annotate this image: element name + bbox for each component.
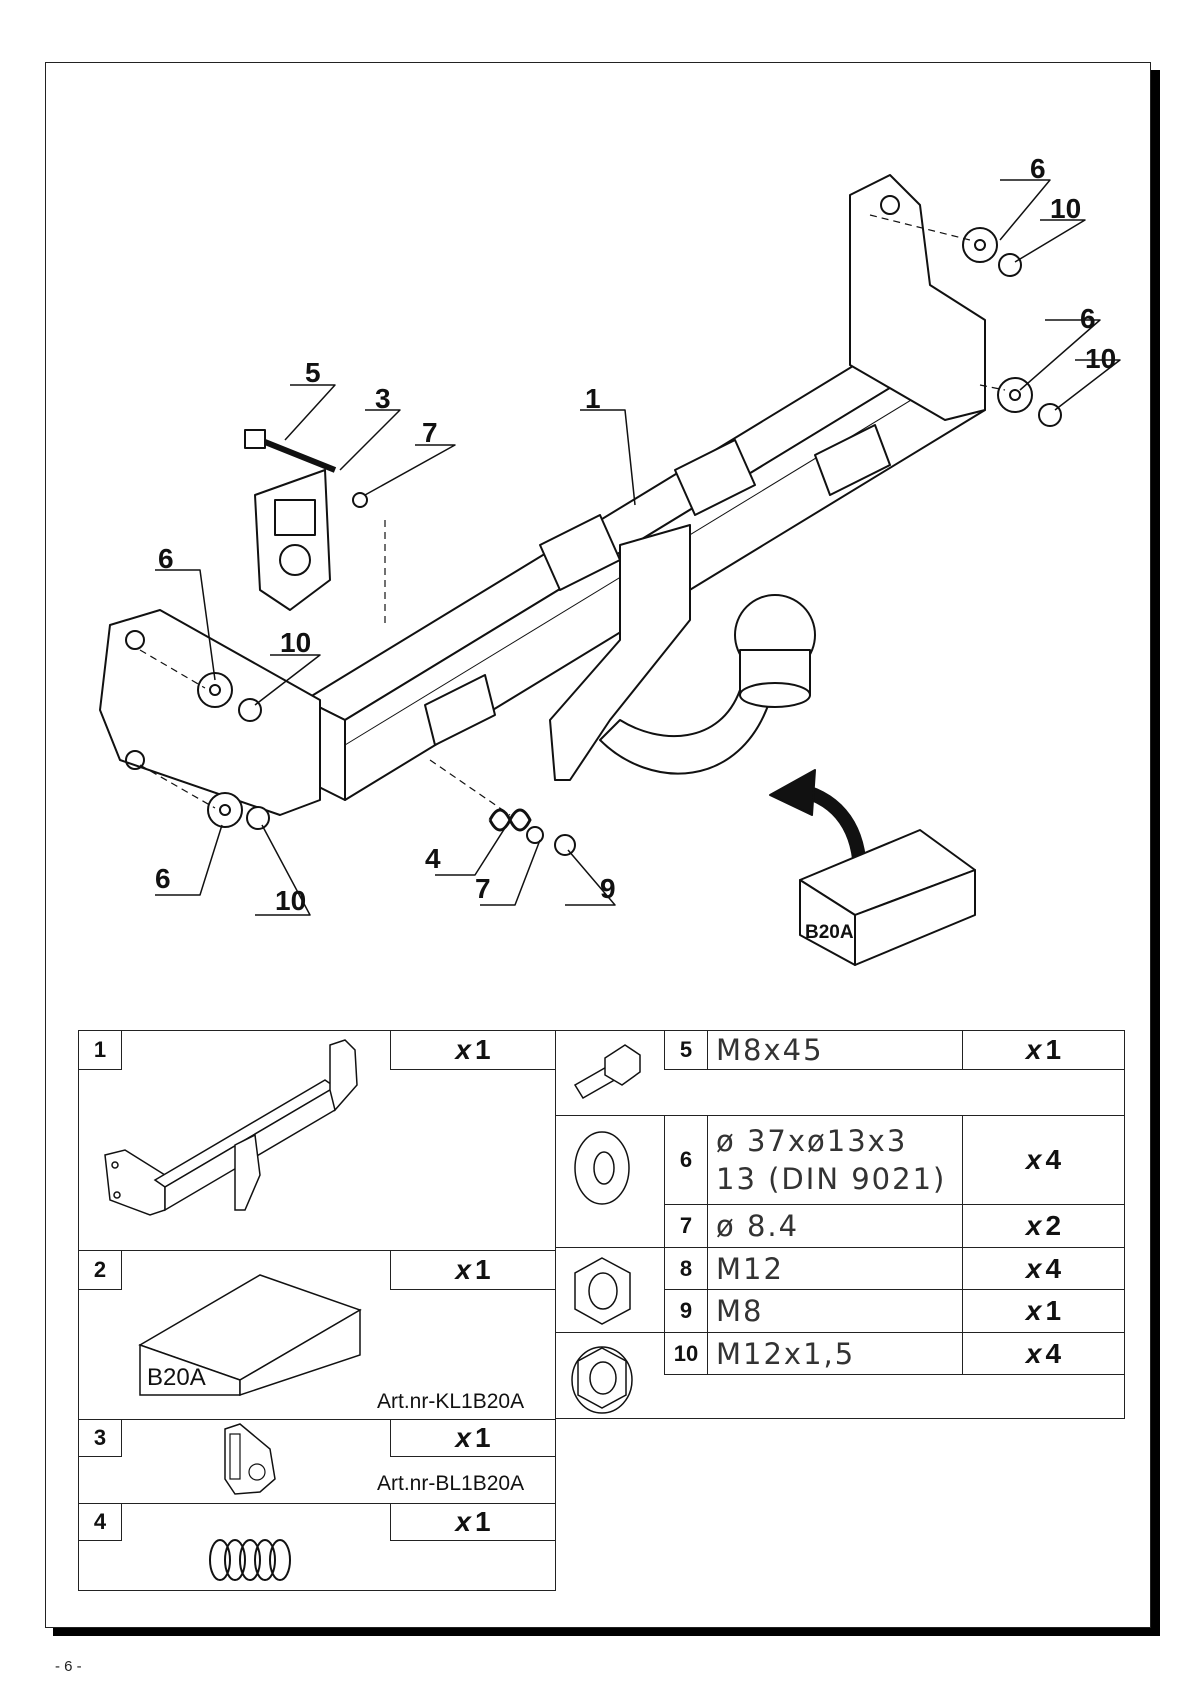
box-b20a-label: B20A <box>805 922 854 943</box>
frame-shadow-bottom <box>53 1628 1160 1636</box>
page-number: - 6 - <box>55 1658 82 1675</box>
callout-label: 1 <box>585 383 601 414</box>
frame-shadow-right <box>1151 70 1160 1636</box>
callout-label: 5 <box>305 357 321 388</box>
callout-label: 10 <box>1050 193 1081 224</box>
socket-bracket <box>254 469 331 611</box>
callout-label: 9 <box>600 873 616 904</box>
right-bracket-plate <box>849 174 986 421</box>
callout-label: 4 <box>425 843 441 874</box>
callout-label: 7 <box>475 873 491 904</box>
callout-label: 7 <box>422 417 438 448</box>
drop-plate <box>549 524 691 781</box>
callout-label: 6 <box>155 863 171 894</box>
assembly-diagram: 6 10 6 10 5 3 7 1 6 10 6 10 4 7 9 B20A <box>99 153 1121 966</box>
callout-label: 6 <box>1080 303 1096 334</box>
callout-labels: 6 10 6 10 5 3 7 1 6 10 6 10 4 7 9 <box>155 153 1116 916</box>
callout-label: 3 <box>375 383 391 414</box>
callout-label: 10 <box>1085 343 1116 374</box>
callout-label: 10 <box>280 627 311 658</box>
left-bracket-plate <box>99 609 321 816</box>
callout-label: 6 <box>1030 153 1046 184</box>
callout-label: 6 <box>158 543 174 574</box>
callout-label: 10 <box>275 885 306 916</box>
